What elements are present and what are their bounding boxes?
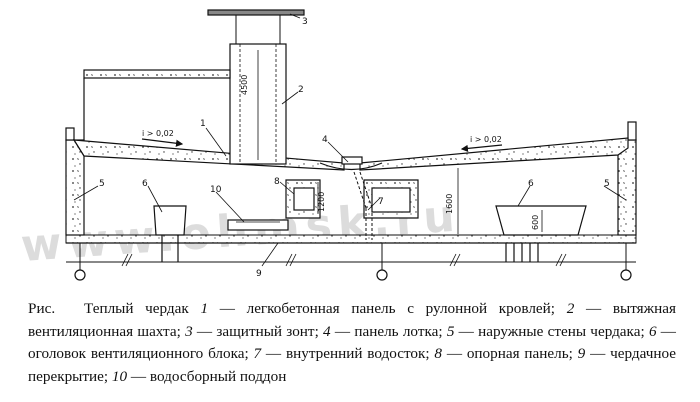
caption-num: 1 [200, 300, 209, 317]
label-5-left: 5 [99, 179, 105, 189]
support-height-dimension: 1200 [317, 182, 326, 214]
caption-item: внутренний водосток [285, 345, 426, 362]
support-panel [285, 179, 419, 219]
label-4: 4 [322, 135, 328, 145]
caption-prefix: Рис. [28, 300, 56, 317]
axis-markers [74, 243, 632, 281]
caption-num: 7 [253, 345, 262, 362]
caption-item: опорная панель [466, 345, 569, 362]
label-9: 9 [256, 269, 262, 279]
label-8: 8 [274, 177, 280, 187]
caption-num: 6 [648, 322, 657, 340]
caption-num: 9 [577, 345, 586, 362]
block-height-dimension: 600 [531, 210, 543, 232]
slope-indicator-right: i > 0,02 [460, 135, 503, 152]
slope-label-right: i > 0,02 [470, 135, 502, 144]
label-2: 2 [298, 85, 304, 95]
caption-num: 2 [566, 300, 575, 317]
gutter-panel [319, 156, 383, 171]
adjacent-roof [83, 69, 231, 140]
slope-label-left: i > 0,02 [142, 129, 174, 138]
caption-item: легкобетонная панель с рулонной кровлей [246, 300, 551, 317]
shaft-height-dimension: 4500 [240, 50, 259, 160]
caption-item: защитный зонт [216, 322, 315, 340]
callout-numbers: 1 2 3 4 5 5 6 6 7 8 9 10 [99, 17, 610, 279]
caption-item: водосборный поддон [149, 367, 287, 385]
attic-height-label: 1600 [445, 194, 454, 214]
caption-num: 10 [111, 367, 128, 385]
shaft-height-label: 4500 [240, 75, 249, 95]
label-10: 10 [210, 185, 222, 195]
caption-num: 5 [446, 322, 455, 340]
leader-lines [73, 13, 627, 267]
figure-caption: Рис.Теплый чердак 1 — легкобетонная пане… [28, 300, 676, 385]
label-7: 7 [378, 197, 384, 207]
label-6-right: 6 [528, 179, 534, 189]
block-height-label: 600 [531, 215, 540, 230]
label-1: 1 [200, 119, 206, 129]
label-6-left: 6 [142, 179, 148, 189]
caption-num: 8 [434, 345, 443, 362]
caption-intro: Теплый чердак [84, 300, 189, 317]
caption-item: наружные стены чердака [478, 322, 641, 340]
slope-indicator-left: i > 0,02 [141, 129, 184, 147]
label-5-right: 5 [604, 179, 610, 189]
caption-num: 4 [323, 322, 331, 340]
outer-wall-left [65, 127, 85, 236]
caption-item: чердачное перекрытие [28, 345, 676, 385]
attic-section-drawing: www.ohmsk.ru [19, 9, 637, 281]
ventilation-block-head-right [495, 205, 587, 262]
caption-num: 3 [185, 322, 193, 340]
attic-floor-slab [65, 234, 637, 267]
internal-drain [353, 171, 373, 240]
ventilation-block-head-left [153, 205, 187, 262]
label-3: 3 [302, 17, 308, 27]
caption-item: панель лотка [354, 322, 439, 340]
protective-cap [207, 9, 305, 16]
support-height-label: 1200 [317, 192, 326, 212]
roof-panel [72, 137, 629, 171]
caption-item: оголовок вентиляционного блока [28, 345, 245, 362]
attic-height-dimension: 1600 [445, 168, 459, 234]
caption-item: вытяжная вентиляционная шахта [28, 300, 676, 340]
water-collection-tray [227, 219, 289, 231]
